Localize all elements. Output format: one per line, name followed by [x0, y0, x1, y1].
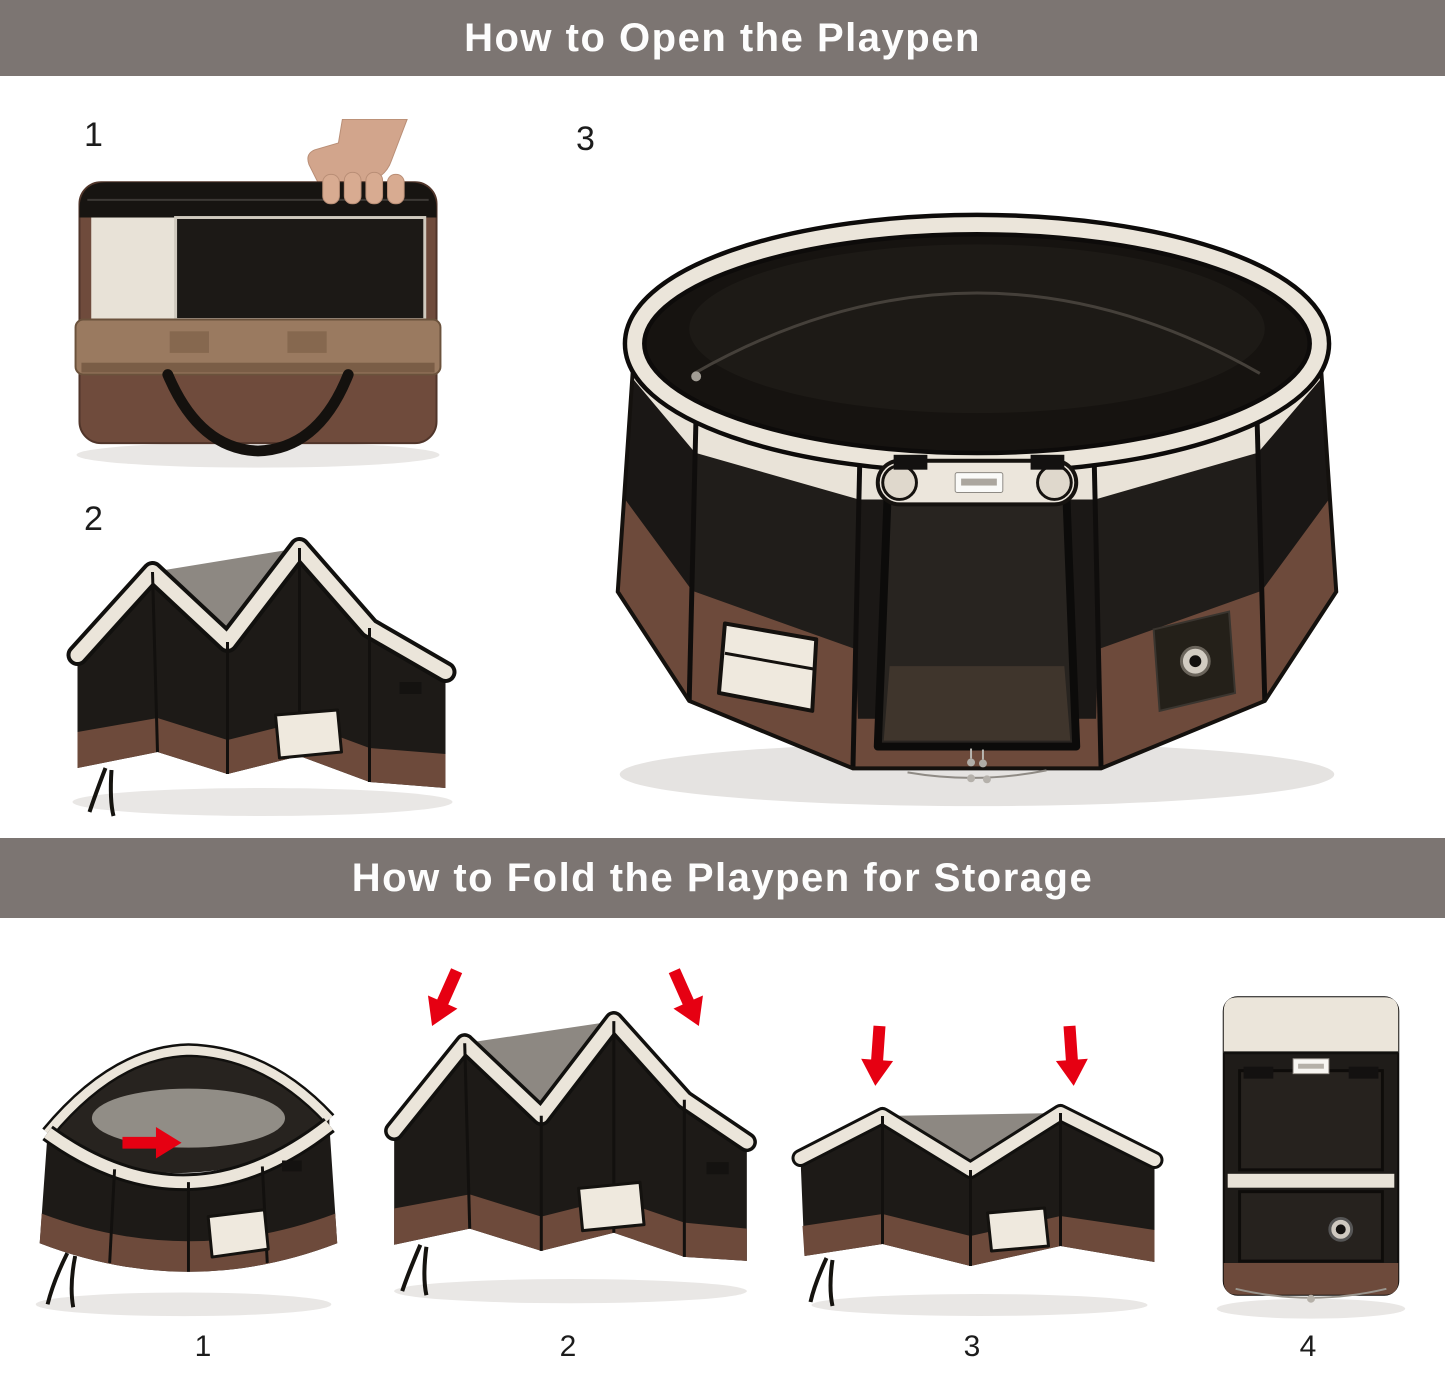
octagon-playpen-illustration	[615, 212, 1339, 807]
carry-bag-illustration	[74, 118, 442, 468]
bag-flap	[74, 318, 442, 376]
fold-step-3-illustration	[791, 1025, 1164, 1316]
white-pocket	[716, 621, 819, 713]
banner-fold-title: How to Fold the Playpen for Storage	[351, 855, 1094, 900]
red-arrow	[122, 1127, 182, 1159]
banner-how-to-open: How to Open the Playpen	[0, 0, 1445, 76]
partially-open-illustration	[66, 537, 457, 817]
gray-floor	[91, 1088, 285, 1148]
cream-top-rim	[70, 541, 453, 679]
top-zipper	[693, 291, 1261, 375]
white-pocket	[986, 1206, 1050, 1253]
photo-fold-step-2	[372, 962, 770, 1320]
brown-bottom-band	[1223, 1263, 1399, 1295]
banner-how-to-fold: How to Fold the Playpen for Storage	[0, 838, 1445, 918]
bag-mesh-panel	[174, 216, 427, 322]
brown-bottom-band	[394, 1194, 747, 1261]
back-rim	[44, 1045, 333, 1136]
photo-open-step-3-fully-open	[552, 165, 1402, 820]
fold-step-2-number: 2	[559, 1330, 577, 1363]
mesh-window-lower	[1238, 1190, 1384, 1263]
mesh-window-upper	[1238, 1069, 1384, 1172]
white-pocket	[577, 1180, 646, 1233]
cream-upper-band	[632, 343, 1322, 500]
red-arrow-left	[427, 968, 463, 1026]
photo-fold-step-3	[780, 1018, 1180, 1323]
bag-handle-strap	[162, 369, 354, 457]
banner-open-title: How to Open the Playpen	[464, 15, 981, 60]
white-pocket	[274, 708, 343, 760]
fold-step-4-number: 4	[1299, 1330, 1317, 1363]
photo-fold-step-4	[1192, 978, 1430, 1323]
fold-step-1-number: 1	[194, 1330, 212, 1363]
cream-top-rim	[387, 1014, 754, 1149]
brown-bottom-band	[802, 1214, 1155, 1266]
photo-open-step-1-carry-bag	[52, 116, 464, 476]
fold-step-4-illustration	[1216, 996, 1406, 1319]
fold-step-1-illustration	[35, 1043, 338, 1317]
cream-front-rim	[44, 1120, 333, 1189]
red-arrow-left	[861, 1025, 894, 1086]
hand-fingers	[322, 171, 405, 205]
photo-fold-step-1	[12, 995, 360, 1325]
red-arrow-right	[1055, 1025, 1088, 1086]
red-arrow-right	[668, 968, 703, 1026]
fold-step-3-number: 3	[963, 1330, 981, 1363]
cream-top-cap	[1223, 997, 1399, 1053]
white-pocket	[206, 1208, 270, 1259]
brown-bottom-band	[77, 718, 446, 788]
fold-step-2-illustration	[384, 968, 757, 1304]
open-step-1-number: 1	[84, 116, 103, 154]
open-step-2-number: 2	[84, 500, 103, 538]
photo-open-step-2-partially-open	[45, 500, 480, 830]
open-step-3-number: 3	[576, 120, 595, 158]
